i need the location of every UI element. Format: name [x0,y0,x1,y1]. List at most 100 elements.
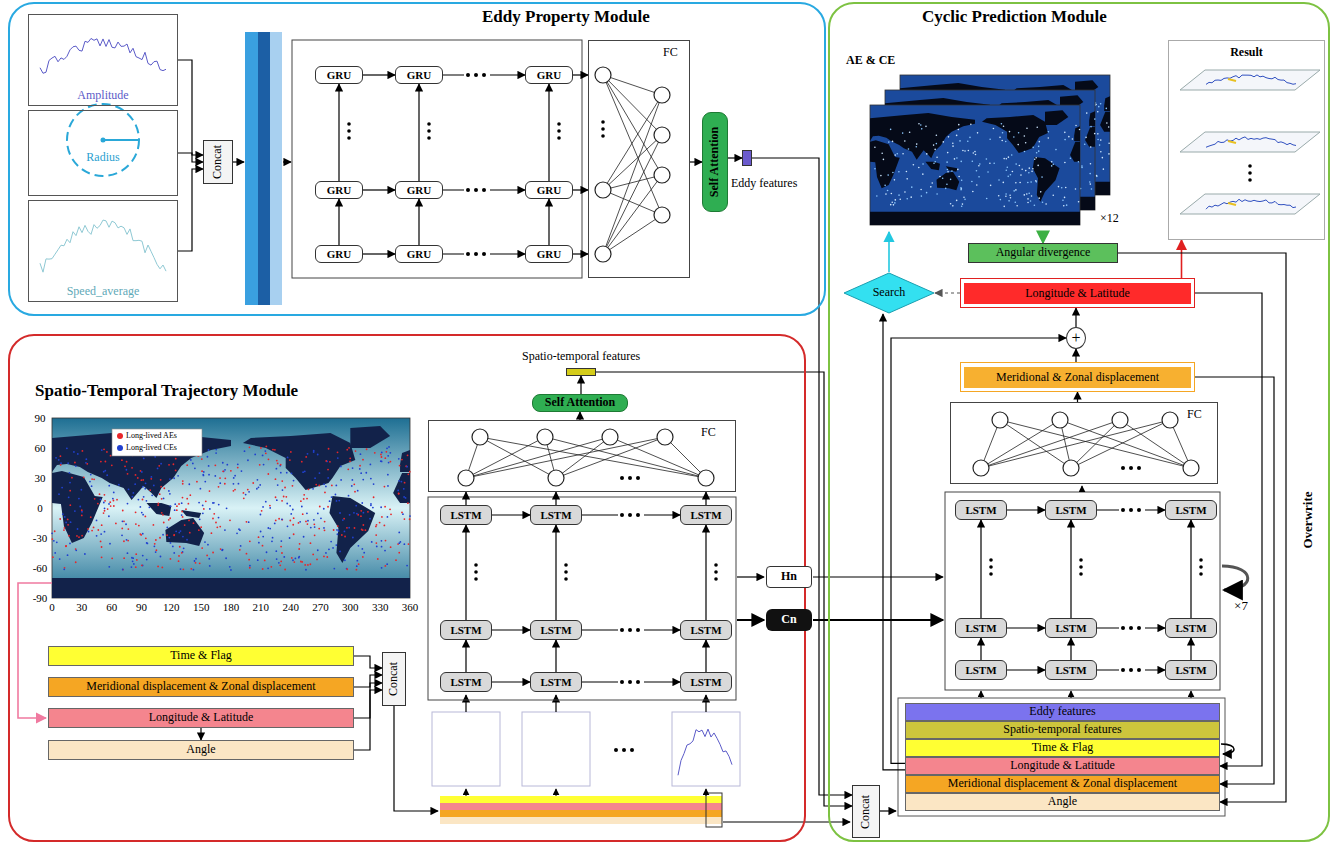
eddy-dot [403,543,405,545]
eddy-dot [958,124,960,126]
eddy-dot [331,484,333,486]
eddy-dot [60,464,62,466]
eddy-dot [68,496,70,498]
axis-tick: 0 [37,502,43,514]
node-label: Longitude & Latitude [1010,759,1115,772]
eddy-dot [170,505,172,507]
eddy-dot [915,146,917,148]
eddy-dot [990,185,992,187]
eddy-dot [1085,137,1087,139]
connector-arrow [555,492,556,505]
ellipsis-ground [1119,624,1145,632]
eddy-dot [952,205,954,207]
connector-arrow [465,492,466,505]
eddy-dot [880,175,882,177]
ellipsis-dot [1199,572,1203,576]
map-land [1104,96,1110,111]
eddy-dot [373,483,375,485]
eddy-dot [1019,165,1021,167]
eddy-dot [144,516,146,518]
eddy-dot [280,540,282,542]
eddy-dot [324,521,326,523]
eddy-dot [192,462,194,464]
eddy-dot [219,482,221,484]
eddy-dot [254,454,256,456]
connector-arrow [555,525,556,620]
eddy-dot [390,513,392,515]
eddy-dot [122,520,124,522]
eddy-dot [125,523,127,525]
connector-arrow [728,157,742,158]
eddy-dot [921,195,923,197]
state-box: Cn [766,609,812,631]
eddy-dot [180,530,182,532]
update-arrow [1221,744,1234,754]
eddy-dot [1005,141,1007,143]
eddy-dot [64,527,66,529]
eddy-dot [63,568,65,570]
eddy-dot [1026,193,1028,195]
eddy-dot [371,541,373,543]
node-label: + [1071,329,1080,347]
eddy-dot [290,513,292,515]
eddy-dot [1003,158,1005,160]
eddy-dot [342,519,344,521]
fc-neuron [654,207,670,223]
eddy-dot [113,500,115,502]
eddy-dot [890,129,892,131]
eddy-dot [387,455,389,457]
eddy-dot [380,506,382,508]
eddy-dot [1052,194,1054,196]
eddy-dot [333,529,335,531]
eddy-dot [1096,176,1098,178]
eddy-dot [329,461,331,463]
eddy-dot [384,506,386,508]
fc-link [603,215,662,254]
eddy-dot [211,532,213,534]
node-label: LSTM [690,509,721,521]
eddy-dot [168,464,170,466]
connector-arrow [1007,627,1045,628]
ellipsis-ground [464,186,490,194]
eddy-dot [219,477,221,479]
eddy-dot [1095,104,1097,106]
fc-neuron [537,429,553,445]
eddy-dot [275,550,277,552]
eddy-dot [957,169,959,171]
eddy-dot [1072,138,1074,140]
gru-cell: GRU [525,66,573,84]
eddy-dot [275,468,277,470]
eddy-dot [93,527,95,529]
eddy-dot [193,569,195,571]
fc-neuron [1183,460,1199,476]
eddy-dot [349,457,351,459]
decor-line [555,695,556,712]
eddy-dot [978,176,980,178]
eddy-dot [142,555,144,557]
node-label: LSTM [965,504,996,516]
eddy-dot [80,489,82,491]
eddy-dot [178,555,180,557]
eddy-dot [936,135,938,137]
eddy-dot [269,507,271,509]
ellipsis-dot [1121,626,1125,630]
eddy-dot [933,162,935,164]
eddy-dot [324,492,326,494]
eddy-dot [229,519,231,521]
eddy-dot [358,563,360,565]
eddy-dot [73,451,75,453]
eddy-dot [1100,103,1102,105]
eddy-dot [385,540,387,542]
eddy-dot [344,536,346,538]
connector-arrow [492,681,530,682]
eddy-dot [86,463,88,465]
eddy-dot [401,512,403,514]
eddy-dot [121,534,123,536]
signal-plot: Speed_average [28,200,178,302]
eddy-dot [267,567,269,569]
eddy-dot [61,487,63,489]
node-label: Angular divergence [996,246,1091,259]
eddy-dot [1066,204,1068,206]
eddy-dot [69,490,71,492]
eddy-dot [1027,182,1029,184]
